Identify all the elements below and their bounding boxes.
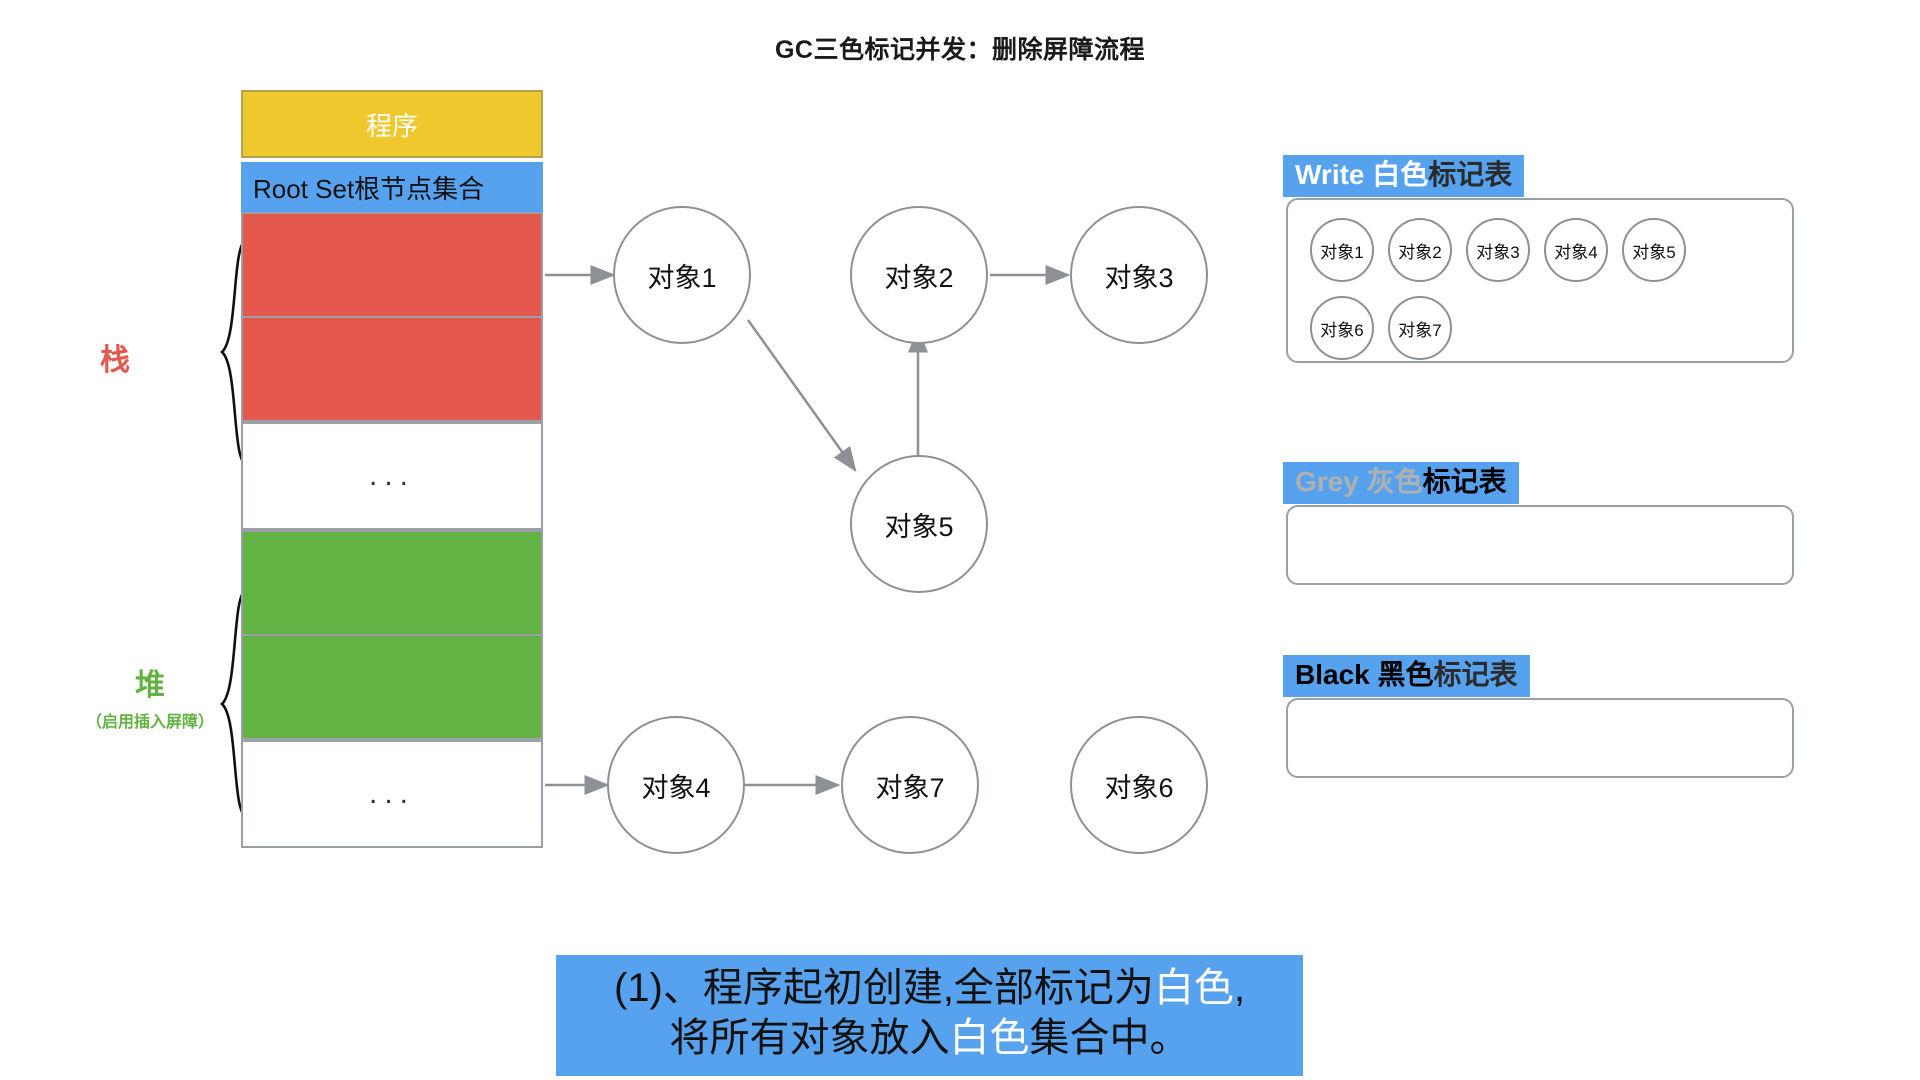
- root-set-box: Root Set根节点集合: [241, 162, 543, 212]
- grey-header-en: Grey: [1295, 466, 1367, 497]
- node-obj6: 对象6: [1070, 716, 1208, 854]
- node-obj5: 对象5: [850, 455, 988, 593]
- white-header-tail: 标记表: [1428, 159, 1513, 190]
- black-header-en: Black: [1295, 659, 1378, 690]
- white-chip-row-1: 对象1 对象2 对象3 对象4 对象5: [1310, 218, 1792, 282]
- node-obj2: 对象2: [850, 206, 988, 344]
- caption-line2-a: 将所有对象放入: [669, 1016, 950, 1061]
- caption-line2-highlight: 白色: [949, 1016, 1030, 1061]
- stack-slot-1: [241, 212, 543, 317]
- chip-obj1: 对象1: [1310, 218, 1374, 282]
- chip-obj5: 对象5: [1622, 218, 1686, 282]
- chip-obj6: 对象6: [1310, 296, 1374, 360]
- node-obj7: 对象7: [841, 716, 979, 854]
- caption-line1-a: (1)、程序起初创建,全部标记为: [613, 966, 1154, 1010]
- memory-column: 程序 Root Set根节点集合 ... ...: [241, 90, 543, 848]
- grey-header-color: 灰色: [1366, 466, 1423, 497]
- node-obj1: 对象1: [613, 206, 751, 344]
- black-header-tail: 标记表: [1433, 659, 1518, 690]
- white-header-color: 白色: [1372, 159, 1429, 190]
- node-obj3: 对象3: [1070, 206, 1208, 344]
- stack-slot-2: [241, 317, 543, 422]
- stack-section-label: 栈: [100, 344, 130, 377]
- white-header-en: Write: [1295, 159, 1373, 190]
- chip-obj7: 对象7: [1388, 296, 1452, 360]
- heap-brace: [218, 588, 250, 820]
- grey-mark-table-header: Grey 灰色标记表: [1283, 462, 1519, 505]
- heap-section-sublabel: （启用插入屏障）: [85, 714, 214, 731]
- heap-slot-2: [241, 635, 543, 740]
- edge-obj1-to-obj5: [746, 319, 857, 473]
- program-box: 程序: [241, 90, 543, 158]
- node-obj4: 对象4: [607, 716, 745, 854]
- step-caption: (1)、程序起初创建,全部标记为白色, 将所有对象放入白色集合中。: [556, 955, 1303, 1076]
- white-mark-table-body: 对象1 对象2 对象3 对象4 对象5 对象6 对象7: [1286, 198, 1794, 363]
- grey-mark-table-body: [1286, 505, 1794, 585]
- chip-obj3: 对象3: [1466, 218, 1530, 282]
- heap-slot-1: [241, 530, 543, 635]
- black-header-color: 黑色: [1377, 659, 1434, 690]
- caption-line2-b: 集合中。: [1029, 1016, 1190, 1061]
- caption-line1-highlight: 白色: [1153, 966, 1234, 1010]
- caption-line1-b: ,: [1233, 966, 1246, 1010]
- black-mark-table-body: [1286, 698, 1794, 778]
- page-title: GC三色标记并发：删除屏障流程: [774, 36, 1145, 64]
- white-mark-table-header: Write 白色标记表: [1283, 155, 1525, 198]
- heap-ellipsis-slot: ...: [241, 740, 543, 848]
- white-chip-row-2: 对象6 对象7: [1310, 296, 1792, 360]
- chip-obj4: 对象4: [1544, 218, 1608, 282]
- caption-line-1: (1)、程序起初创建,全部标记为白色,: [570, 963, 1289, 1013]
- stack-ellipsis-slot: ...: [241, 422, 543, 530]
- chip-obj2: 对象2: [1388, 218, 1452, 282]
- heap-section-label: 堆: [135, 669, 165, 702]
- stack-brace: [218, 238, 250, 468]
- grey-header-tail: 标记表: [1422, 466, 1507, 497]
- black-mark-table-header: Black 黑色标记表: [1283, 655, 1530, 698]
- caption-line-2: 将所有对象放入白色集合中。: [570, 1013, 1289, 1063]
